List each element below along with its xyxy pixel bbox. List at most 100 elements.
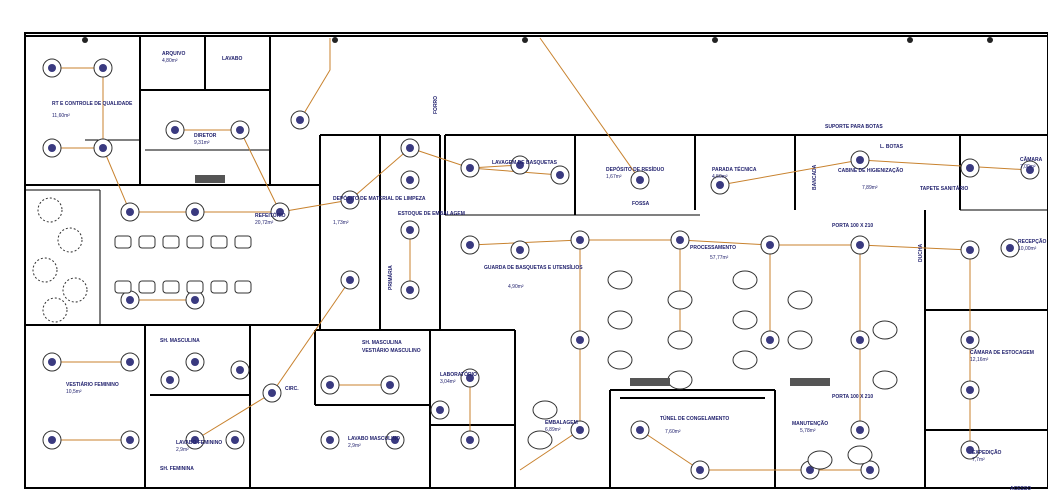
room-area-laboratorio: 3,04m² [440, 379, 456, 385]
room-name-cabine: CABINE DE HIGIENIZAÇÃO [838, 167, 903, 174]
label-sh-masc-left: SH. MASCULINA [160, 338, 200, 344]
room-name-refeitorio: REFEITÓRIO [255, 211, 286, 219]
wire-run [194, 392, 273, 441]
room-name-guarda-basquetas: GUARDA DE BASQUETAS E UTENSÍLIOS [484, 263, 583, 271]
ceiling-outlet-icon [522, 37, 528, 43]
light-fixture-icon [710, 175, 730, 195]
label-sh-fem: SH. FEMININA [160, 466, 194, 472]
bench-icon [195, 175, 225, 183]
light-fixture-icon [850, 150, 870, 170]
room-area-qualidade: 11,60m² [52, 113, 70, 119]
equipment-icon [607, 270, 633, 290]
chair-icon [138, 280, 156, 294]
light-fixture-icon [225, 430, 245, 450]
chair-icon [234, 280, 252, 294]
equipment-icon [732, 310, 758, 330]
room-name-recepcao-right: RECEPÇÃO [1018, 238, 1046, 245]
bench-icon [790, 378, 830, 386]
room-area-tunel: 7,60m² [665, 429, 681, 435]
ceiling-outlet-icon [82, 37, 88, 43]
light-fixture-icon [120, 352, 140, 372]
light-fixture-icon [42, 430, 62, 450]
equipment-icon [872, 320, 898, 340]
room-area-expedicao: 7,7m² [972, 457, 985, 463]
equipment-icon [732, 270, 758, 290]
room-name-deposito-material: DEPÓSITO DE MATERIAL DE LIMPEZA [333, 194, 426, 202]
room-name-expedicao: EXPEDIÇÃO [972, 449, 1002, 456]
light-fixture-icon [550, 165, 570, 185]
light-fixture-icon [430, 400, 450, 420]
light-fixture-icon [510, 155, 530, 175]
light-fixture-icon [400, 220, 420, 240]
light-fixture-icon [570, 420, 590, 440]
room-area-camara: 7,00m² [1020, 164, 1036, 170]
label-porta-top: PORTA 100 X 210 [832, 223, 873, 229]
light-fixture-icon [690, 460, 710, 480]
room-area-recepcao-right: 10,00m² [1018, 246, 1037, 252]
light-fixture-icon [93, 58, 113, 78]
light-fixture-icon [120, 430, 140, 450]
room-name-vestiario-masculino: VESTIÁRIO MASCULINO [362, 347, 421, 354]
light-fixture-icon [630, 420, 650, 440]
room-area-lavabo-masculino: 2,9m² [348, 443, 361, 449]
bench-icon [630, 378, 670, 386]
equipment-icon [532, 400, 558, 420]
label-forro: FORRO [433, 96, 439, 114]
light-fixture-icon [960, 330, 980, 350]
room-name-diretor: DIRETOR [194, 133, 217, 139]
room-area-arquivo: 4,80m² [162, 58, 178, 64]
light-fixture-icon [960, 440, 980, 460]
room-area-deposito-residuo: 1,67m² [606, 174, 622, 180]
light-fixture-icon [630, 170, 650, 190]
room-name-lavagem-basquetas: LAVAGEM DE BASQUETAS [492, 160, 558, 166]
room-name-camara: CÂMARA [1020, 156, 1043, 163]
lighting-fixtures [42, 37, 1040, 480]
light-fixture-icon [42, 352, 62, 372]
wire-run [239, 129, 281, 213]
equipment-icon [732, 350, 758, 370]
room-area-manutencao: 5,78m² [800, 428, 816, 434]
equipment-icon [787, 290, 813, 310]
room-name-primaria: PRIMÁRIA [387, 265, 394, 290]
room-name-lavabo-masculino: LAVABO MASCULINO [348, 436, 400, 442]
equipment-icon [667, 370, 693, 390]
light-fixture-icon [400, 280, 420, 300]
room-area-embalagem: 6,89m² [545, 427, 561, 433]
room-name-laboratorio: LABORATÓRIO [440, 370, 477, 378]
label-circ: CIRC. [285, 386, 299, 392]
light-fixture-icon [460, 235, 480, 255]
room-area-diretor: 9,31m² [194, 140, 210, 146]
light-fixture-icon [460, 158, 480, 178]
wire-run [299, 38, 331, 121]
equipment-icon [807, 450, 833, 470]
label-botas: L. BOTAS [880, 144, 904, 150]
room-name-camara-estocagem: CÂMARA DE ESTOCAGEM [970, 349, 1034, 356]
wire-run [469, 239, 860, 246]
chair-icon [114, 280, 132, 294]
light-fixture-icon [185, 290, 205, 310]
light-fixture-icon [670, 230, 690, 250]
label-bancada: BANCADA [812, 164, 818, 190]
plant-icon [57, 227, 83, 253]
plant-icon [62, 277, 88, 303]
ceiling-outlet-icon [987, 37, 993, 43]
wire-run [519, 429, 581, 471]
room-name-arquivo: ARQUIVO [162, 51, 185, 57]
light-fixture-icon [510, 240, 530, 260]
room-area-refeitorio: 20,72m² [255, 220, 274, 226]
light-fixture-icon [185, 352, 205, 372]
light-fixture-icon [290, 110, 310, 130]
light-fixture-icon [850, 420, 870, 440]
chair-icon [234, 235, 252, 249]
light-fixture-icon [42, 138, 62, 158]
room-name-deposito-residuo: DEPÓSITO DE RESÍDUO [606, 165, 664, 173]
wire-run [52, 67, 104, 149]
label-acesso: ACESSO [1010, 486, 1031, 492]
light-fixture-icon [165, 120, 185, 140]
light-fixture-icon [270, 202, 290, 222]
wire-run [539, 37, 641, 181]
light-fixture-icon [850, 235, 870, 255]
light-fixture-icon [1020, 160, 1040, 180]
room-name-tunel: TÚNEL DE CONGELAMENTO [660, 415, 729, 422]
